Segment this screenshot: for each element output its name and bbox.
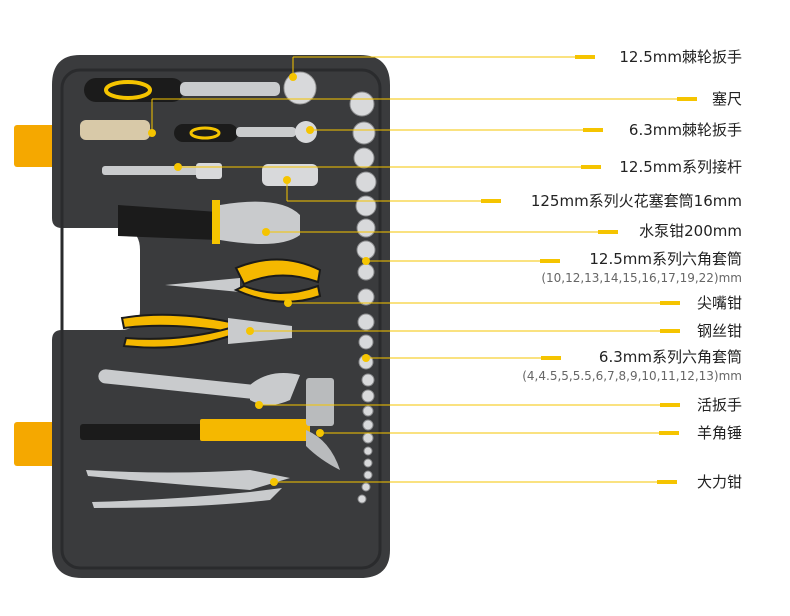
label-combination-pliers: 钢丝钳 bbox=[696, 322, 742, 340]
ratchet-6-3-tool bbox=[174, 121, 317, 143]
label-socket-12-5-sizes: (10,12,13,14,15,16,17,19,22)mm bbox=[541, 271, 742, 285]
label-long-nose-pliers: 尖嘴钳 bbox=[696, 294, 742, 312]
label-spark-plug-socket: 125mm系列火花塞套筒16mm bbox=[530, 192, 742, 210]
extension-bar-tool bbox=[102, 166, 222, 175]
leader-dots bbox=[148, 57, 370, 486]
label-water-pump-pliers: 水泵钳200mm bbox=[639, 222, 742, 240]
label-socket-6-3-sizes: (4,4.5,5,5.5,6,7,8,9,10,11,12,13)mm bbox=[522, 369, 742, 383]
label-adjustable-wrench: 活扳手 bbox=[696, 396, 742, 414]
label-feeler-gauge: 塞尺 bbox=[711, 90, 742, 108]
label-ratchet-12-5: 12.5mm棘轮扳手 bbox=[619, 48, 742, 66]
label-socket-12-5: 12.5mm系列六角套筒 bbox=[589, 250, 742, 268]
long-nose-pliers-tool bbox=[165, 258, 322, 303]
ratchet-12-5-tool bbox=[84, 71, 317, 105]
leader-bars bbox=[481, 55, 697, 484]
feeler-gauge-tool bbox=[80, 120, 150, 140]
case-latch-bottom bbox=[14, 422, 56, 466]
label-extension-bar: 12.5mm系列接杆 bbox=[619, 158, 742, 176]
locking-pliers-tool bbox=[86, 470, 290, 508]
leader-lines bbox=[152, 56, 680, 483]
label-locking-pliers: 大力钳 bbox=[696, 473, 742, 491]
claw-hammer-tool bbox=[80, 378, 340, 470]
adjustable-wrench-tool bbox=[98, 369, 300, 405]
water-pump-pliers-tool bbox=[118, 200, 300, 244]
label-socket-6-3: 6.3mm系列六角套筒 bbox=[598, 348, 742, 366]
label-ratchet-6-3: 6.3mm棘轮扳手 bbox=[628, 121, 742, 139]
spark-plug-socket-tool bbox=[262, 164, 318, 186]
case-latch-top bbox=[14, 125, 56, 167]
label-claw-hammer: 羊角锤 bbox=[696, 424, 742, 442]
socket-set bbox=[349, 91, 377, 504]
